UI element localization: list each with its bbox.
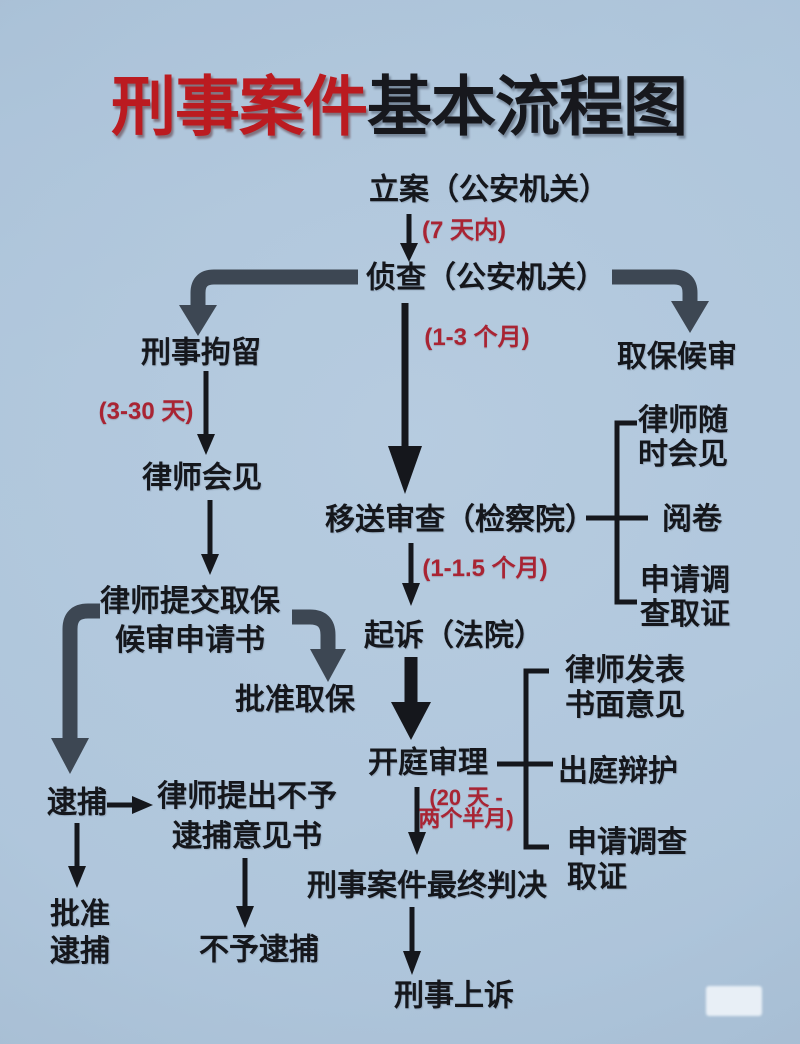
list-item-court-defense: 出庭辩护 xyxy=(558,755,678,788)
node-bail-approved: 批准取保 xyxy=(235,683,355,717)
duration-1-3-months: (1-3 个月) xyxy=(424,324,530,351)
list-item-apply-evidence-review: 申请调 查取证 xyxy=(640,564,730,632)
watermark-box xyxy=(706,986,762,1016)
node-court-hearing: 开庭审理 xyxy=(368,746,488,780)
node-investigation: 侦查（公安机关） xyxy=(366,261,606,295)
arrow-verdict-to-appeal xyxy=(403,907,421,975)
node-bail-pending-trial: 取保候审 xyxy=(617,340,737,374)
arrow-arrest-to-approved xyxy=(68,823,86,888)
arrow-investigation-to-bail xyxy=(612,269,709,333)
list-item-lawyer-meet-anytime: 律师随 时会见 xyxy=(638,404,728,472)
node-lawyer-meeting: 律师会见 xyxy=(142,461,262,495)
node-case-filing: 立案（公安机关） xyxy=(369,173,609,207)
page-title-highlight: 刑事案件 xyxy=(110,70,368,143)
arrow-application-to-arrest xyxy=(51,603,100,774)
written-opinion-line2: 书面意见 xyxy=(565,689,685,722)
node-lawyer-no-arrest-opinion: 律师提出不予 逮捕意见书 xyxy=(157,777,337,857)
apply-evidence-review-line1: 申请调 xyxy=(640,564,730,597)
arrow-investigation-to-review xyxy=(388,303,422,494)
arrow-detention-to-meeting xyxy=(197,371,215,455)
duration-1-1-5-months: (1-1.5 个月) xyxy=(422,555,548,582)
node-arrest-approved: 批准 逮捕 xyxy=(50,896,110,970)
node-criminal-appeal: 刑事上诉 xyxy=(394,979,514,1013)
written-opinion-line1: 律师发表 xyxy=(565,654,685,687)
node-prosecution: 起诉（法院） xyxy=(364,619,544,653)
node-arrest: 逮捕 xyxy=(47,786,107,820)
node-criminal-detention: 刑事拘留 xyxy=(141,336,261,370)
node-no-arrest: 不予逮捕 xyxy=(199,933,319,967)
arrow-review-to-prosecution xyxy=(402,543,420,606)
arrow-meeting-to-application xyxy=(201,500,219,575)
lawyer-meet-anytime-line2: 时会见 xyxy=(638,438,728,471)
bracket-prosecution-stage xyxy=(586,420,648,605)
arrow-opinion-to-no-arrest xyxy=(236,858,254,928)
node-arrest-approved-line2: 逮捕 xyxy=(50,935,110,968)
list-item-apply-evidence-trial: 申请调查 取证 xyxy=(567,825,687,895)
node-transfer-review: 移送审查（检察院） xyxy=(325,503,595,537)
node-lawyer-no-arrest-opinion-line1: 律师提出不予 xyxy=(157,780,337,813)
lawyer-meet-anytime-line1: 律师随 xyxy=(638,404,728,437)
node-lawyer-bail-application-line2: 候审申请书 xyxy=(115,624,265,657)
arrow-arrest-to-opinion xyxy=(107,796,153,814)
node-final-verdict: 刑事案件最终判决 xyxy=(307,869,547,903)
arrow-prosecution-to-hearing xyxy=(391,657,431,740)
apply-evidence-trial-line1: 申请调查 xyxy=(567,826,687,859)
apply-evidence-review-line2: 查取证 xyxy=(640,598,730,631)
node-lawyer-no-arrest-opinion-line2: 逮捕意见书 xyxy=(172,820,322,853)
duration-20-days-2-5-months: (20 天 - 两个半月) xyxy=(418,785,514,831)
arrow-application-to-bail-approved xyxy=(292,609,346,682)
duration-7-days: (7 天内) xyxy=(422,217,506,244)
list-item-read-case-file: 阅卷 xyxy=(662,503,722,536)
list-item-written-opinion: 律师发表 书面意见 xyxy=(565,653,685,723)
duration-20-days-line1: (20 天 - xyxy=(429,785,503,810)
bracket-trial-stage xyxy=(497,668,553,850)
page-title: 刑事案件基本流程图 xyxy=(110,54,688,148)
node-lawyer-bail-application: 律师提交取保 候审申请书 xyxy=(100,582,280,660)
arrow-filing-to-investigation xyxy=(400,214,418,262)
page-title-rest: 基本流程图 xyxy=(367,70,688,143)
duration-3-30-days: (3-30 天) xyxy=(98,398,194,425)
node-arrest-approved-line1: 批准 xyxy=(50,898,110,931)
node-lawyer-bail-application-line1: 律师提交取保 xyxy=(100,585,280,618)
duration-20-days-line2: 两个半月) xyxy=(418,806,514,831)
apply-evidence-trial-line2: 取证 xyxy=(567,861,627,894)
arrow-investigation-to-detention xyxy=(179,269,358,336)
arrow-hearing-to-verdict xyxy=(408,787,426,855)
